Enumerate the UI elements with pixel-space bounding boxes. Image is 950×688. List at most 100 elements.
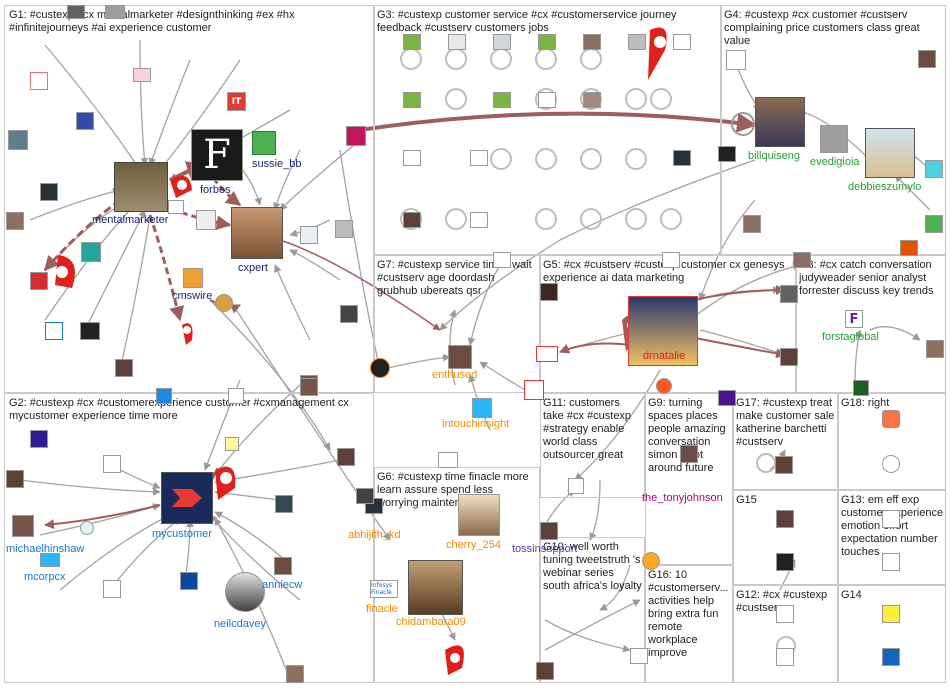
node-avatar-small[interactable] bbox=[80, 521, 94, 535]
node-avatar-small[interactable] bbox=[103, 580, 121, 598]
node-avatar-sussie-bb[interactable] bbox=[252, 131, 276, 155]
node-avatar-small[interactable] bbox=[403, 34, 421, 50]
node-avatar-placeholder[interactable] bbox=[45, 322, 63, 340]
node-avatar-small[interactable] bbox=[115, 359, 133, 377]
node-avatar-small[interactable] bbox=[448, 34, 466, 50]
node-avatar-small[interactable] bbox=[403, 212, 421, 228]
node-avatar-small[interactable] bbox=[438, 452, 458, 468]
node-avatar-small[interactable] bbox=[536, 346, 558, 362]
node-avatar-small[interactable] bbox=[743, 215, 761, 233]
node-avatar-small[interactable] bbox=[346, 126, 366, 146]
node-avatar-small[interactable] bbox=[536, 662, 554, 680]
node-avatar-small[interactable] bbox=[925, 160, 943, 178]
node-avatar-small[interactable] bbox=[538, 34, 556, 50]
node-avatar-small[interactable] bbox=[493, 34, 511, 50]
node-avatar-small[interactable] bbox=[673, 34, 691, 50]
node-avatar-small[interactable] bbox=[882, 605, 900, 623]
node-avatar-small[interactable] bbox=[776, 648, 794, 666]
node-avatar-small[interactable] bbox=[926, 340, 944, 358]
node-avatar-chidambara09[interactable] bbox=[408, 560, 463, 615]
node-avatar-small[interactable] bbox=[300, 378, 318, 396]
node-avatar-small[interactable] bbox=[775, 456, 793, 474]
node-avatar-small[interactable] bbox=[286, 665, 304, 683]
node-avatar-small[interactable] bbox=[780, 285, 798, 303]
node-avatar-small[interactable] bbox=[524, 380, 544, 400]
node-avatar-small[interactable] bbox=[403, 150, 421, 166]
node-avatar-small[interactable] bbox=[628, 34, 646, 50]
node-avatar-small[interactable] bbox=[275, 495, 293, 513]
node-avatar-michaelhinshaw[interactable] bbox=[12, 515, 34, 537]
node-avatar-small[interactable] bbox=[630, 648, 648, 664]
node-avatar-cherry-254[interactable] bbox=[458, 494, 500, 536]
node-avatar-small[interactable] bbox=[776, 605, 794, 623]
node-avatar-small[interactable] bbox=[493, 252, 511, 268]
node-avatar-small[interactable] bbox=[80, 322, 100, 340]
node-avatar-small[interactable] bbox=[215, 294, 233, 312]
node-avatar-small[interactable] bbox=[470, 150, 488, 166]
node-avatar-small[interactable] bbox=[8, 130, 28, 150]
node-avatar-small[interactable] bbox=[776, 510, 794, 528]
node-avatar-small[interactable] bbox=[30, 272, 48, 290]
node-avatar-small[interactable] bbox=[680, 445, 698, 463]
node-avatar-small[interactable] bbox=[882, 455, 900, 473]
node-avatar-placeholder[interactable] bbox=[30, 72, 48, 90]
node-avatar-small[interactable] bbox=[882, 510, 900, 528]
node-avatar-neilcdavey[interactable] bbox=[225, 572, 265, 612]
node-avatar-small[interactable] bbox=[6, 470, 24, 488]
node-avatar-small[interactable] bbox=[76, 112, 94, 130]
node-avatar-cxpert[interactable] bbox=[231, 207, 283, 259]
node-avatar-small[interactable] bbox=[925, 215, 943, 233]
node-avatar-evedigioia[interactable] bbox=[820, 125, 848, 153]
node-avatar-small[interactable] bbox=[168, 200, 184, 214]
node-avatar-small[interactable] bbox=[656, 378, 672, 394]
node-avatar-mentalmarketer[interactable] bbox=[114, 162, 168, 212]
node-avatar-small[interactable] bbox=[882, 410, 900, 428]
node-avatar-small[interactable] bbox=[540, 283, 558, 301]
node-avatar-small[interactable] bbox=[356, 488, 374, 504]
node-avatar-enthused[interactable] bbox=[448, 345, 472, 369]
node-avatar-cmswire-a[interactable] bbox=[183, 268, 203, 288]
node-avatar-small[interactable] bbox=[67, 5, 85, 19]
node-avatar-small[interactable] bbox=[673, 150, 691, 166]
node-avatar-small[interactable] bbox=[180, 572, 198, 590]
node-avatar-small[interactable] bbox=[583, 92, 601, 108]
node-avatar-small[interactable] bbox=[493, 92, 511, 108]
node-avatar-small[interactable] bbox=[583, 34, 601, 50]
node-avatar-small[interactable] bbox=[30, 430, 48, 448]
node-avatar-small[interactable] bbox=[918, 50, 936, 68]
node-avatar-small[interactable] bbox=[403, 92, 421, 108]
node-avatar-small[interactable] bbox=[225, 437, 239, 451]
node-avatar-small[interactable] bbox=[335, 220, 353, 238]
node-avatar-small[interactable] bbox=[662, 252, 680, 268]
node-avatar-small[interactable] bbox=[538, 92, 556, 108]
node-avatar-small[interactable] bbox=[228, 388, 244, 404]
node-avatar-small[interactable] bbox=[882, 648, 900, 666]
node-avatar-small[interactable] bbox=[642, 552, 660, 570]
node-avatar-small[interactable] bbox=[370, 358, 390, 378]
node-logo-it[interactable]: IT bbox=[227, 92, 246, 111]
node-logo-mycustomer[interactable] bbox=[161, 472, 213, 524]
node-avatar-mcorpcx[interactable] bbox=[40, 553, 60, 567]
node-avatar-small[interactable] bbox=[776, 553, 794, 571]
node-avatar-small[interactable] bbox=[6, 212, 24, 230]
node-avatar-small[interactable] bbox=[853, 380, 869, 396]
node-avatar-small[interactable] bbox=[718, 146, 736, 162]
node-avatar-tossinsupport[interactable] bbox=[540, 522, 558, 540]
node-avatar-small[interactable] bbox=[793, 252, 811, 268]
node-logo-forstaglobal[interactable]: F bbox=[845, 310, 863, 328]
node-avatar-intouchinsight[interactable] bbox=[472, 398, 492, 418]
node-avatar-billquiseng[interactable] bbox=[755, 97, 805, 147]
node-avatar-small[interactable] bbox=[882, 553, 900, 571]
node-avatar-small[interactable] bbox=[196, 210, 216, 230]
node-avatar-small[interactable] bbox=[103, 455, 121, 473]
node-avatar-small[interactable] bbox=[568, 478, 584, 494]
node-avatar-small[interactable] bbox=[718, 390, 736, 406]
node-avatar-small[interactable] bbox=[780, 348, 798, 366]
node-avatar-small[interactable] bbox=[900, 240, 918, 256]
node-avatar-small[interactable] bbox=[105, 5, 125, 19]
node-avatar-small[interactable] bbox=[726, 50, 746, 70]
node-avatar-small[interactable] bbox=[470, 212, 488, 228]
node-avatar-small[interactable] bbox=[133, 68, 151, 82]
node-avatar-small[interactable] bbox=[340, 305, 358, 323]
node-avatar-debbieszumylo[interactable] bbox=[865, 128, 915, 178]
